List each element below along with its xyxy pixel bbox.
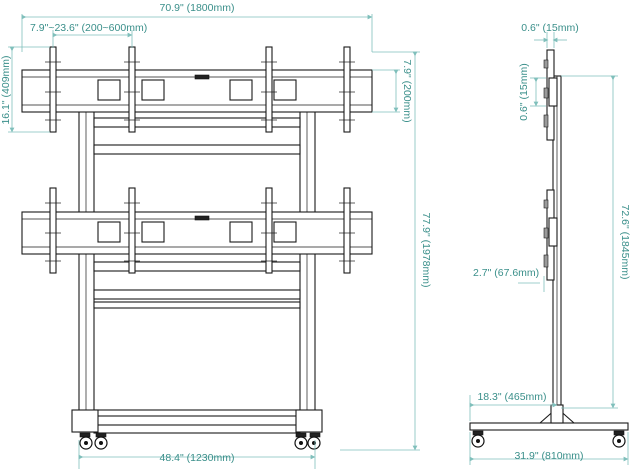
- side-base: [469, 404, 629, 448]
- vesa-brackets: [45, 46, 355, 274]
- caster-wheel-icon: [471, 430, 626, 448]
- upright-offset-label: 2.7" (67.6mm): [473, 267, 539, 279]
- side-dimension-lines: [469, 32, 629, 465]
- crossbars: [93, 117, 301, 434]
- mount-depth-label: 0.6" (15mm): [518, 63, 530, 120]
- upper-mount-rail: [21, 69, 373, 113]
- base-width-label: 48.4" (1230mm): [160, 452, 235, 464]
- top-offset-label: 0.6" (15mm): [521, 22, 578, 34]
- caster-wheel-icon: [79, 432, 321, 450]
- front-dimension-lines: [8, 14, 420, 469]
- vesa-height-label: 7.9" (200mm): [401, 59, 413, 122]
- vesa-range-label: 7.9"~23.6" (200~600mm): [30, 22, 147, 34]
- side-mounts: [543, 49, 558, 281]
- base-half-depth-label: 18.3" (465mm): [477, 391, 546, 403]
- front-view: 70.9" (1800mm) 7.9"~23.6" (200~600mm) 16…: [0, 2, 432, 469]
- base-depth-label: 31.9" (810mm): [514, 450, 583, 462]
- lower-mount-rail: [21, 211, 373, 255]
- upright-height-label: 72.6" (1845mm): [619, 205, 631, 280]
- side-view: 0.6" (15mm) 0.6" (15mm) 2.7" (67.6mm) 72…: [469, 22, 631, 465]
- mount-height-label: 16.1" (409mm): [0, 55, 12, 124]
- total-width-label: 70.9" (1800mm): [160, 2, 235, 14]
- total-height-label: 77.9" (1978mm): [420, 213, 432, 288]
